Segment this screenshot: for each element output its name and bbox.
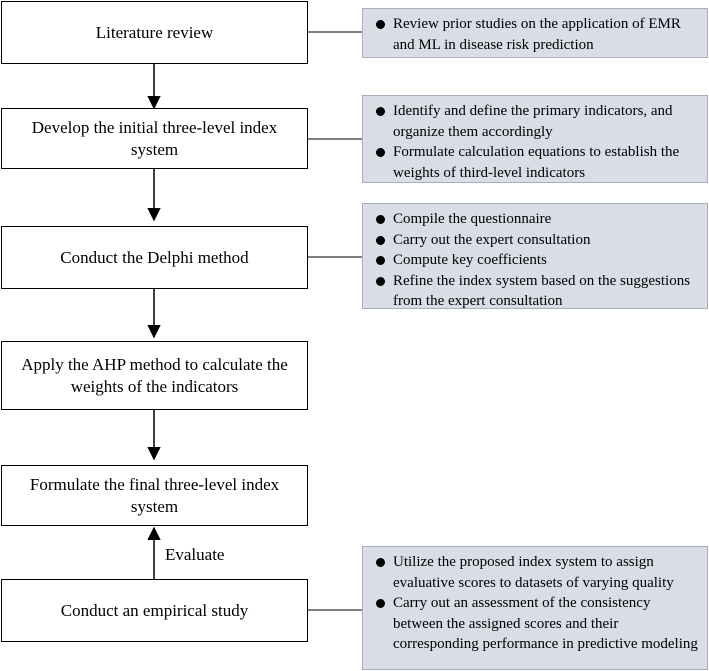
note-bullet: Review prior studies on the application … <box>375 14 699 55</box>
edge-label-evaluate: Evaluate <box>165 545 225 564</box>
step-label: Conduct the Delphi method <box>60 247 249 267</box>
step-literature-review: Literature review <box>1 1 308 64</box>
note-literature-review: Review prior studies on the application … <box>362 8 708 58</box>
note-bullet: Utilize the proposed index system to ass… <box>375 552 699 593</box>
step-label: Literature review <box>95 22 214 42</box>
step-delphi-method: Conduct the Delphi method <box>1 226 308 289</box>
note-bullet: Refine the index system based on the sug… <box>375 271 699 312</box>
note-bullet: Compile the questionnaire <box>375 209 699 230</box>
note-bullet: Identify and define the primary indicato… <box>375 101 699 142</box>
step-label: Formulate the final three-level index sy… <box>29 474 280 516</box>
note-delphi-method: Compile the questionnaire Carry out the … <box>362 203 708 309</box>
note-develop-index-system: Identify and define the primary indicato… <box>362 95 708 183</box>
note-bullet: Compute key coefficients <box>375 250 699 271</box>
step-develop-index-system: Develop the initial three-level index sy… <box>1 108 308 169</box>
step-label: Develop the initial three-level index sy… <box>31 117 278 159</box>
note-empirical-study: Utilize the proposed index system to ass… <box>362 546 708 670</box>
step-label: Conduct an empirical study <box>60 600 249 620</box>
step-final-index-system: Formulate the final three-level index sy… <box>1 465 308 526</box>
step-label: Apply the AHP method to calculate the we… <box>21 354 288 396</box>
note-bullet: Carry out an assessment of the consisten… <box>375 593 699 655</box>
note-bullet: Formulate calculation equations to estab… <box>375 142 699 183</box>
step-empirical-study: Conduct an empirical study <box>1 579 308 642</box>
step-ahp-method: Apply the AHP method to calculate the we… <box>1 341 308 410</box>
note-bullet: Carry out the expert consultation <box>375 230 699 251</box>
